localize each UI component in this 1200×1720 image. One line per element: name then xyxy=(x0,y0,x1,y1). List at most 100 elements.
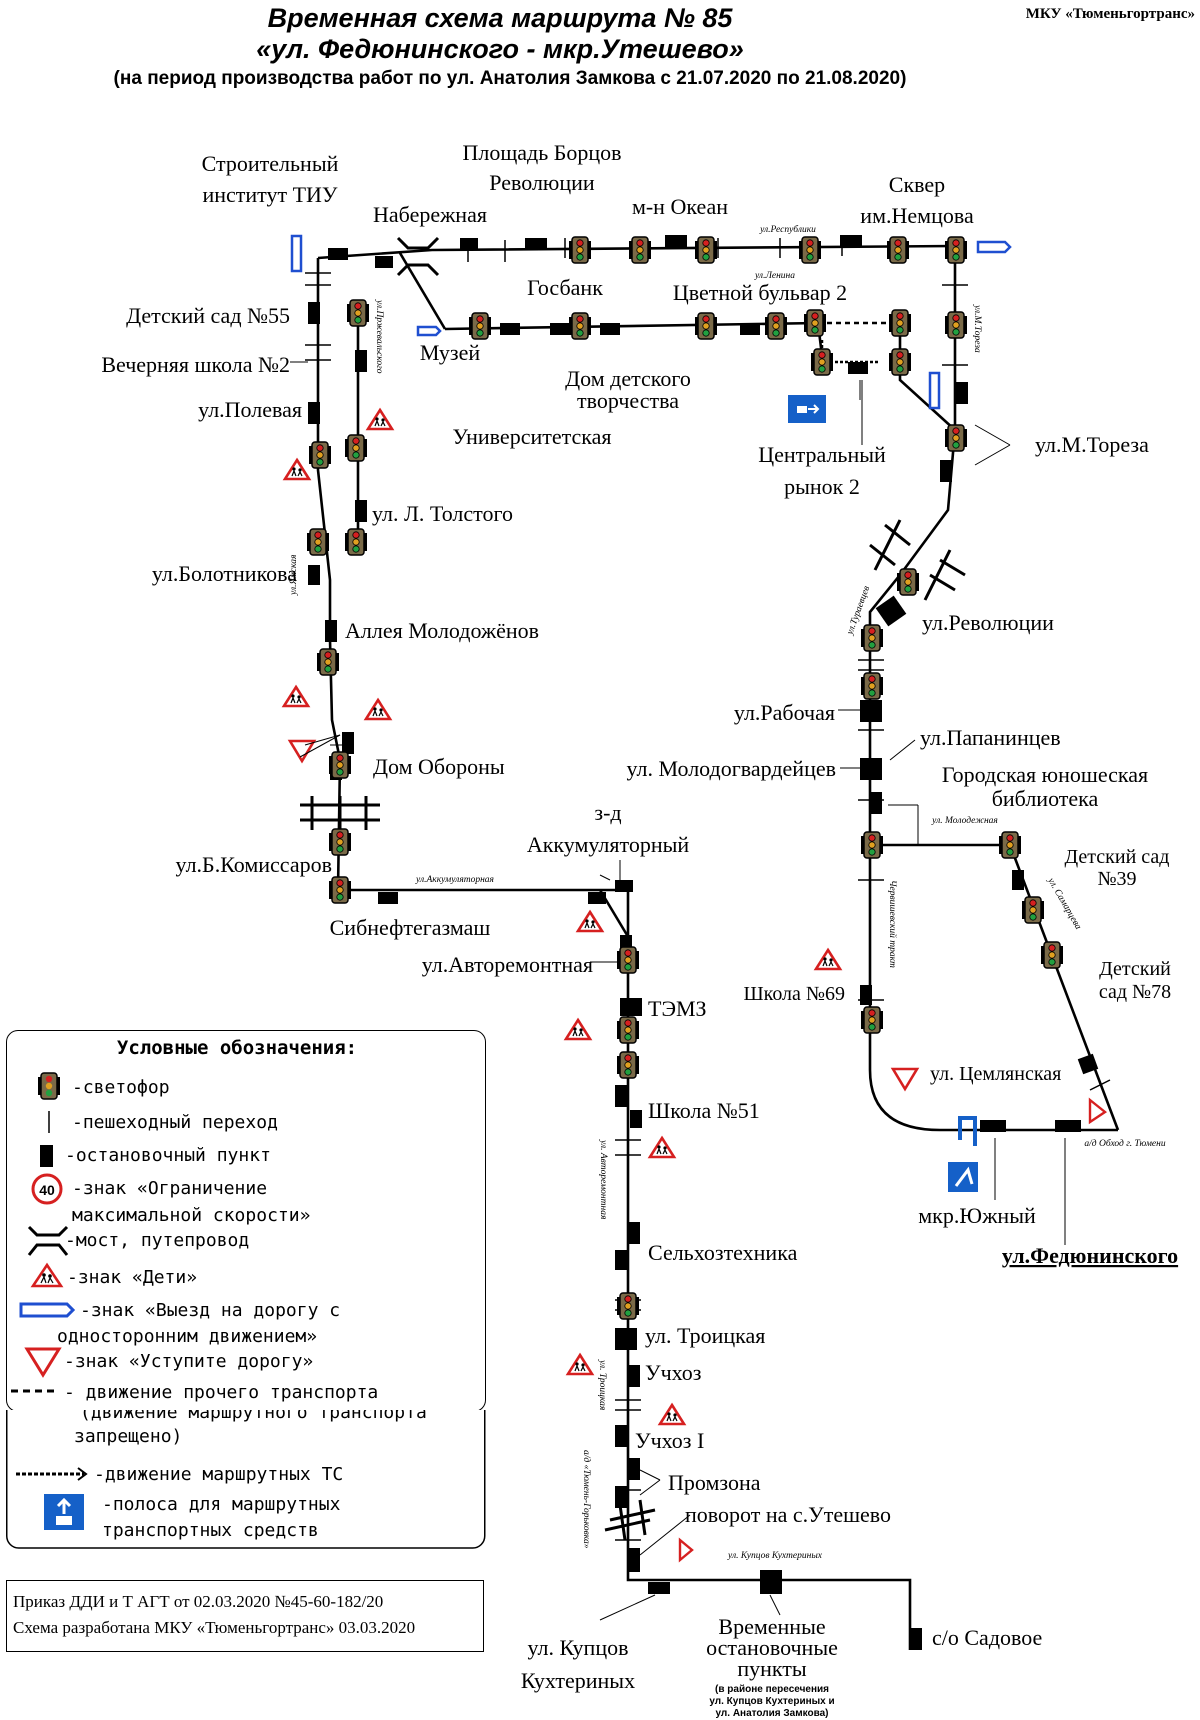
stop-vremennye-3: пункты xyxy=(737,1656,807,1681)
stop-detsad55: Детский сад №55 xyxy=(126,303,290,328)
stop-polevaya: ул.Полевая xyxy=(198,397,302,422)
legend-item-9: - движение прочего транспорта xyxy=(64,1382,378,1403)
stop-detsad39-2: №39 xyxy=(1097,868,1136,890)
legend-item-4: -знак «Ограничение xyxy=(72,1178,267,1199)
one-way-exit-icon xyxy=(290,234,1012,410)
legend-item-9c: запрещено) xyxy=(74,1426,182,1447)
street-toreza: ул.М.Тореза xyxy=(972,304,982,353)
street-molodezhnaya: ул. Молодежная xyxy=(931,815,998,826)
legend: Условные обозначения: -светофор -пешеход… xyxy=(6,1030,486,1412)
legend-item-9b: (движение маршрутного транспорта xyxy=(80,1410,427,1423)
legend-graphic: Условные обозначения: -светофор -пешеход… xyxy=(11,1037,378,1403)
stop-papanintsev: ул.Папанинцев xyxy=(920,725,1061,750)
stop-toreza: ул.М.Тореза xyxy=(1035,432,1149,457)
bridge-icon xyxy=(300,236,966,1541)
stop-kuptsov-1: ул. Купцов xyxy=(528,1635,629,1660)
children-sign-icon xyxy=(30,1262,64,1288)
stop-tsentralny-2: рынок 2 xyxy=(784,474,860,499)
legend-item-6: -знак «Дети» xyxy=(67,1267,197,1288)
stop-ddt-2: творчества xyxy=(577,388,679,413)
legend-item-11b: транспортных средств xyxy=(102,1520,319,1541)
stop-yuzhny: мкр.Южный xyxy=(918,1203,1036,1228)
order-line1: Приказ ДДИ и Т АГТ от 02.03.2020 №45-60-… xyxy=(13,1592,384,1611)
stop-biblioteka-2: библиотека xyxy=(992,786,1099,811)
stop-akkum-2: Аккумуляторный xyxy=(527,832,690,857)
legend-item-7: -знак «Выезд на дорогу с xyxy=(80,1300,340,1321)
stop-tolstogo: ул. Л. Толстого xyxy=(372,501,513,526)
legend-item-5: -мост, путепровод xyxy=(65,1230,249,1251)
stop-universitetskaya: Университетская xyxy=(452,424,611,449)
stop-skver-2: им.Немцова xyxy=(860,203,974,228)
stop-shkola51: Школа №51 xyxy=(648,1098,760,1123)
legend-item-10: -движение маршрутных ТС xyxy=(94,1464,343,1485)
stop-bolotnikova: ул.Болотникова xyxy=(152,561,297,586)
stop-temz: ТЭМЗ xyxy=(648,996,707,1021)
stop-muzey: Музей xyxy=(420,340,480,365)
legend-item-7b: односторонним движением» xyxy=(57,1326,317,1347)
stop-okean: м-н Океан xyxy=(632,194,728,219)
crosswalks xyxy=(305,236,1111,1541)
street-yamskaya: ул.Ямская xyxy=(289,555,299,596)
legend-item-8: -знак «Уступите дорогу» xyxy=(64,1351,313,1372)
stop-promzona: Промзона xyxy=(668,1470,761,1495)
speed-limit-icon xyxy=(31,1173,63,1205)
one-way-exit-icon xyxy=(19,1302,76,1318)
stop-tsvetnoy: Цветной бульвар 2 xyxy=(673,280,847,305)
stop-gosbank: Госбанк xyxy=(527,275,603,300)
street-obkhod: а/д Обход г. Тюмени xyxy=(1084,1138,1165,1149)
legend-item-11: -полоса для маршрутных xyxy=(102,1494,341,1515)
stop-ploshchad-1: Площадь Борцов xyxy=(462,140,621,165)
stop-detsad39-1: Детский сад xyxy=(1065,846,1170,868)
bridge-icon xyxy=(27,1225,69,1256)
bus-stop-icon xyxy=(40,1145,53,1167)
svg-text:(в районе пересечения: (в районе пересечения xyxy=(715,1684,829,1695)
order-info: Приказ ДДИ и Т АГТ от 02.03.2020 №45-60-… xyxy=(6,1580,484,1652)
traffic-light-icon xyxy=(37,1072,61,1100)
stop-shkola69: Школа №69 xyxy=(743,983,845,1005)
organization-name: МКУ «Тюменьгортранс» xyxy=(1026,6,1195,22)
speed-limit-value: 40 xyxy=(39,1182,55,1198)
legend-item-1: -светофор xyxy=(72,1077,170,1098)
stop-komissarov: ул.Б.Комиссаров xyxy=(176,852,332,877)
svg-text:ул. Купцов Кухтериных и: ул. Купцов Кухтериных и xyxy=(709,1696,834,1707)
stop-fedyuninskogo: ул.Федюнинского xyxy=(1002,1243,1178,1268)
yield-sign-icon xyxy=(24,1347,62,1378)
stop-vremennye-2: остановочные xyxy=(706,1635,838,1660)
legend-continuation: (движение маршрутного транспорта запреще… xyxy=(6,1410,486,1549)
stop-rabochaya: ул.Рабочая xyxy=(734,700,835,725)
svg-text:ул. Анатолия Замкова): ул. Анатолия Замкова) xyxy=(715,1708,828,1719)
temporary-stops-note: (в районе пересечения ул. Купцов Кухтери… xyxy=(709,1684,834,1719)
one-way-sign-square xyxy=(788,395,826,423)
stop-uchkhoz: Учхоз xyxy=(645,1360,702,1385)
street-aviremontnaya: ул. Авторемонтная xyxy=(598,1139,608,1219)
street-akkumulyatornaya: ул.Аккумуляторная xyxy=(415,875,494,885)
bus-lane-icon xyxy=(44,1494,84,1530)
street-chervishevsky: Червишевский тракт xyxy=(887,880,898,968)
street-tyumen-gorkovka: а/д «Тюмень-Горьковка» xyxy=(581,1450,592,1549)
arrow-line-icon xyxy=(16,1467,88,1481)
map-subtitle: (на период производства работ по ул. Ана… xyxy=(114,68,907,89)
stop-biblioteka-1: Городская юношеская xyxy=(942,762,1148,787)
stop-skver-1: Сквер xyxy=(889,172,945,197)
legend-title: Условные обозначения: xyxy=(117,1037,357,1059)
legend-item-2: -пешеходный переход xyxy=(72,1112,278,1133)
stop-uchkhoz1: Учхоз I xyxy=(635,1428,704,1453)
street-lenina: ул.Ленина xyxy=(754,271,795,281)
stop-detsad78-1: Детский xyxy=(1099,958,1171,980)
legend-item-4b: максимальной скорости» xyxy=(72,1205,310,1226)
map-title-line1: Временная схема маршрута № 85 xyxy=(268,3,734,33)
stop-tsemlyanskaya: ул. Цемлянская xyxy=(930,1063,1061,1085)
street-samarskaya: ул. Самарцева xyxy=(1045,876,1083,932)
street-pirogova: ул.Пржевальского xyxy=(374,299,384,374)
stop-ploshchad-2: Революции xyxy=(489,170,595,195)
street-respubliki: ул.Республики xyxy=(759,224,816,235)
stop-selkhoz: Сельхозтехника xyxy=(648,1240,798,1265)
stop-alleya: Аллея Молодожёнов xyxy=(345,618,539,643)
stop-dom-oborony: Дом Обороны xyxy=(373,754,505,779)
bus-lane-sign xyxy=(948,1116,978,1192)
yield-signs xyxy=(288,739,1108,1563)
stop-avtoremontnaya: ул.Авторемонтная xyxy=(422,952,593,977)
stop-sadovoe: с/о Садовое xyxy=(932,1625,1042,1650)
stop-troitskaya: ул. Троицкая xyxy=(645,1323,765,1348)
